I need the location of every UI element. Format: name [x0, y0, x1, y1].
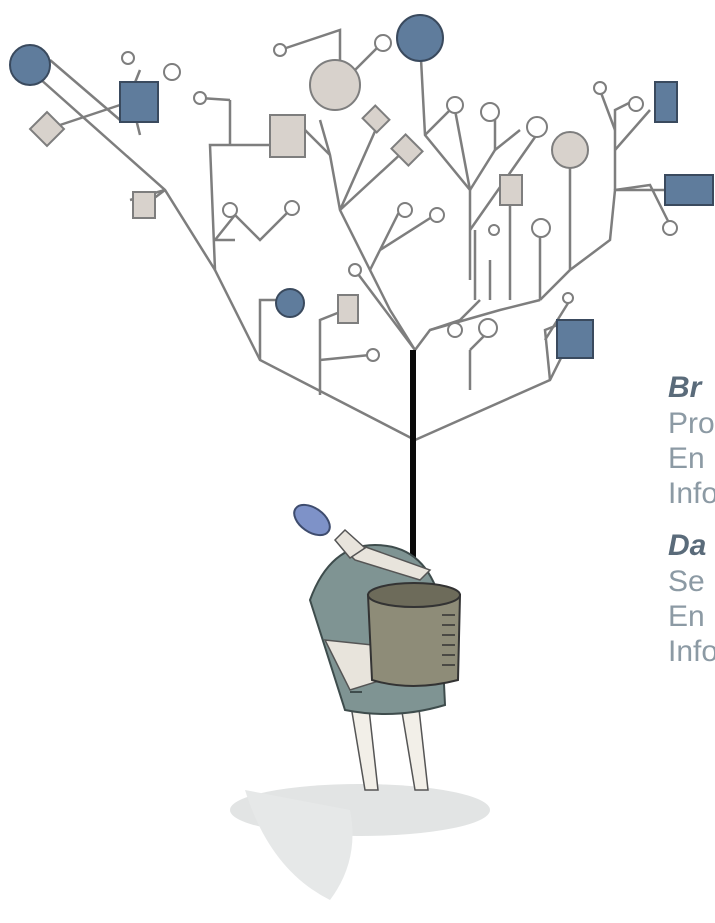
dark-nodes — [9, 14, 714, 359]
list-item: En — [668, 442, 705, 475]
square-node — [390, 133, 424, 167]
square-node — [654, 81, 678, 123]
section-heading-1: Br — [668, 371, 702, 404]
square-node — [337, 294, 359, 324]
ground-shadow-tail — [245, 790, 353, 900]
text-panel: Br Pro En Info Da Se En Info — [668, 370, 715, 669]
head — [293, 503, 331, 537]
list-item: Info — [668, 635, 715, 668]
square-node — [119, 81, 159, 123]
square-node — [664, 174, 714, 206]
circle-node — [309, 59, 361, 111]
square-node — [269, 114, 306, 158]
light-nodes — [28, 59, 589, 324]
list-item: Se — [668, 565, 705, 598]
square-node — [28, 110, 66, 148]
square-node — [132, 191, 156, 219]
person-figure — [293, 503, 462, 791]
list-item: Info — [668, 477, 715, 510]
square-node — [499, 174, 523, 206]
circle-node — [275, 288, 305, 318]
circle-node — [396, 14, 444, 62]
list-item: Pro — [668, 407, 715, 440]
bucket — [366, 594, 462, 687]
square-node — [556, 319, 594, 359]
circle-node — [9, 44, 51, 86]
circle-node — [551, 131, 589, 169]
square-node — [361, 104, 391, 134]
small-nodes — [121, 34, 678, 362]
section-heading-2: Da — [668, 529, 707, 562]
branches — [29, 28, 672, 442]
list-item: En — [668, 600, 705, 633]
